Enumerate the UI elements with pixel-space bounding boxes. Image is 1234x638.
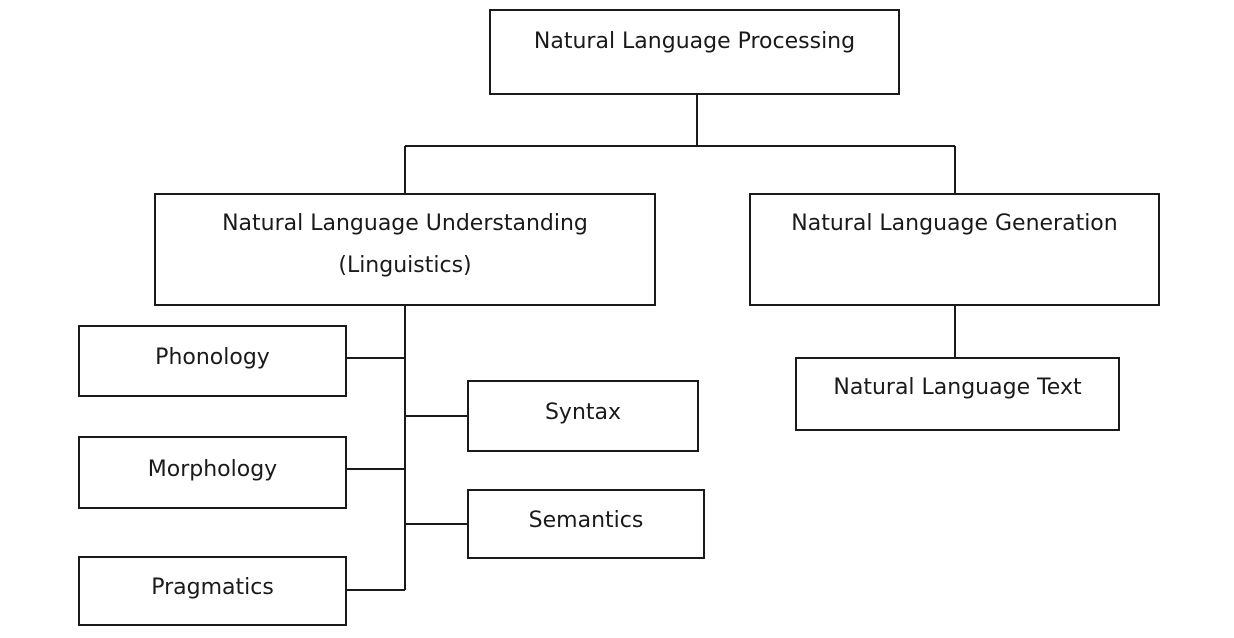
node-label: Natural Language Text (833, 375, 1082, 400)
node-label-line1: Natural Language Understanding (222, 211, 588, 236)
node-label: Semantics (528, 508, 644, 533)
node-label: Natural Language Processing (533, 29, 856, 54)
node-phonology: Phonology (78, 325, 347, 397)
node-natural-language-generation: Natural Language Generation (749, 193, 1160, 306)
node-natural-language-text: Natural Language Text (795, 357, 1120, 431)
node-pragmatics: Pragmatics (78, 556, 347, 626)
node-natural-language-processing: Natural Language Processing (489, 9, 900, 95)
node-label-line2: (Linguistics) (338, 253, 472, 278)
node-semantics: Semantics (467, 489, 705, 559)
node-label: Natural Language Generation (791, 211, 1118, 236)
node-syntax: Syntax (467, 380, 699, 452)
node-natural-language-understanding: Natural Language Understanding (Linguist… (154, 193, 656, 306)
node-label: Morphology (147, 457, 278, 482)
node-morphology: Morphology (78, 436, 347, 509)
node-label: Pragmatics (151, 575, 274, 600)
node-label: Syntax (544, 400, 622, 425)
node-label: Phonology (155, 345, 270, 370)
